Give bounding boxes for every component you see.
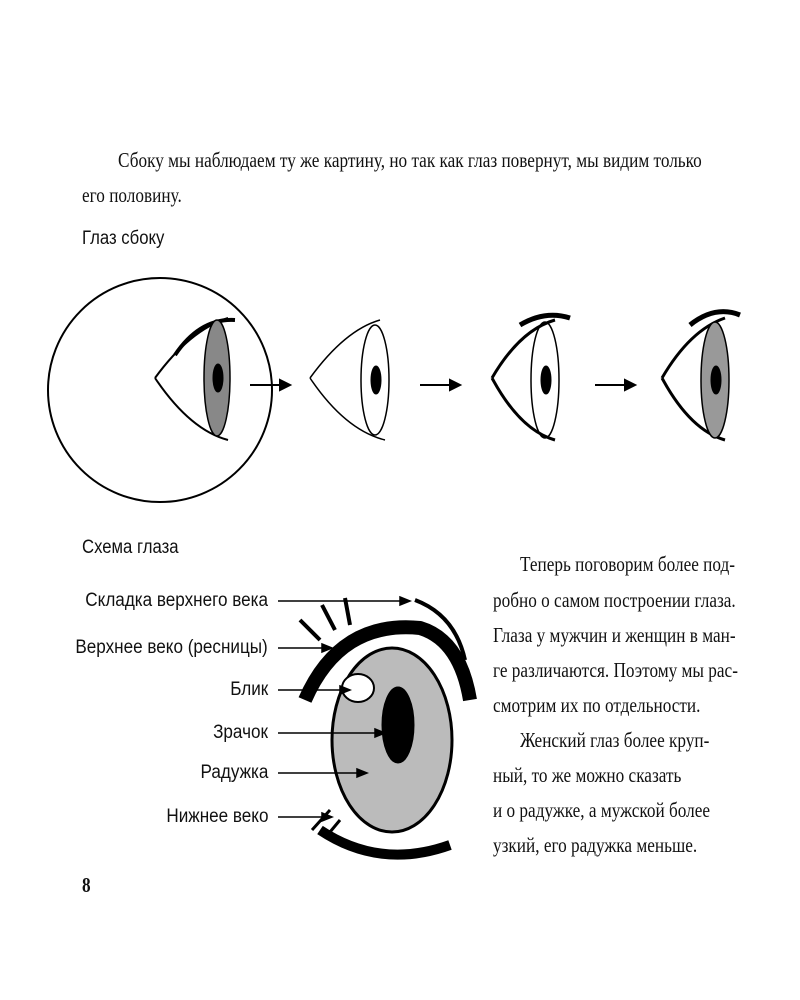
page-number: 8	[82, 873, 91, 897]
intro-line-2: его половину.	[82, 183, 182, 207]
right-text-line: ге различаются. Поэтому мы рас-	[493, 658, 738, 682]
right-text-line: ный, то же можно сказать	[493, 763, 682, 787]
label-highlight: Блик	[229, 679, 268, 700]
right-text-line: робно о самом построении глаза.	[493, 588, 736, 612]
arrow-icons	[250, 378, 638, 392]
side-eye-sequence	[47, 277, 741, 503]
right-text-line: Женский глаз более круп-	[520, 728, 710, 752]
label-upper-lid: Верхнее веко (ресницы)	[75, 637, 268, 658]
right-text-line: смотрим их по отдельности.	[493, 693, 701, 717]
label-upper-fold: Складка верхнего века	[85, 590, 268, 611]
right-text-line: узкий, его радужка меньше.	[493, 833, 698, 857]
label-lower-lid: Нижнее веко	[165, 806, 268, 827]
right-text-line: Теперь поговорим более под-	[520, 552, 736, 576]
eye-scheme	[298, 597, 477, 860]
label-iris: Радужка	[200, 762, 268, 783]
label-pointer-arrows	[278, 595, 413, 823]
right-text-line: Глаза у мужчин и женщин в ман-	[493, 623, 736, 647]
label-pupil: Зрачок	[213, 722, 268, 743]
intro-line-1: Сбоку мы наблюдаем ту же картину, но так…	[118, 148, 702, 172]
side-view-title: Глаз сбоку	[82, 228, 165, 249]
scheme-title: Схема глаза	[82, 537, 179, 558]
right-text-line: и о радужке, а мужской более	[493, 798, 711, 822]
